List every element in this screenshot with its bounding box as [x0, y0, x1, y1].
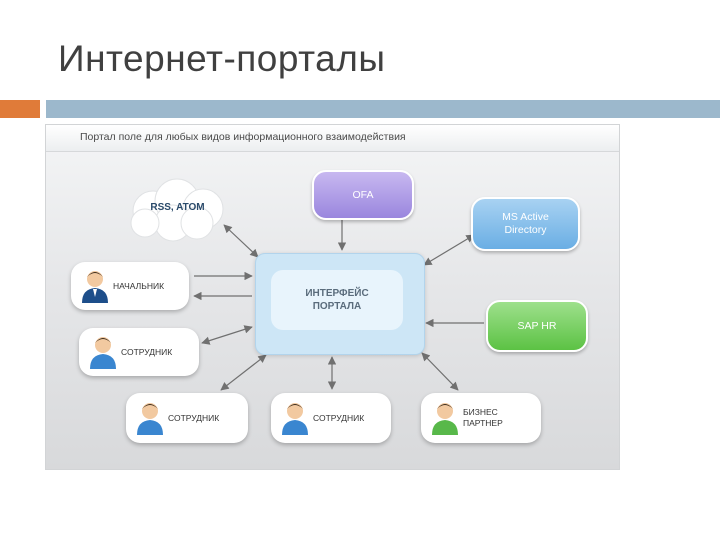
accent-bar-orange — [0, 100, 40, 118]
sap-hr-node: SAP HR — [486, 300, 588, 352]
person-node-employee-3: СОТРУДНИК — [271, 393, 391, 443]
accent-bar-blue — [46, 100, 720, 118]
person-label-business-partner: БИЗНЕС ПАРТНЕР — [463, 407, 503, 428]
arrow-employee1 — [201, 325, 253, 345]
arrows-layer — [193, 218, 484, 391]
cloud-shape — [130, 178, 224, 242]
diagram-header: Портал поле для любых видов информационн… — [46, 125, 619, 152]
diagram-header-text: Портал поле для любых видов информационн… — [80, 131, 406, 143]
employee-avatar-icon — [90, 337, 116, 369]
ms-active-directory-node: MS Active Directory — [471, 197, 580, 251]
person-node-employee-2: СОТРУДНИК — [126, 393, 248, 443]
arrow-partner — [421, 352, 459, 391]
slide-title: Интернет-порталы — [58, 38, 386, 79]
portal-interface-label: ИНТЕРФЕЙС ПОРТАЛА — [271, 270, 403, 330]
person-label-employee-2: СОТРУДНИК — [168, 412, 220, 423]
person-label-boss: НАЧАЛЬНИК — [113, 280, 165, 291]
portal-diagram: Портал поле для любых видов информационн… — [45, 124, 620, 470]
boss-avatar-icon — [82, 271, 108, 303]
person-node-employee-1: СОТРУДНИК — [79, 328, 199, 376]
ofa-node: OFA — [312, 170, 414, 220]
person-node-business-partner: БИЗНЕС ПАРТНЕР — [421, 393, 541, 443]
person-label-employee-1: СОТРУДНИК — [121, 346, 173, 357]
employee-avatar-icon — [137, 403, 163, 435]
arrow-rss — [223, 224, 259, 258]
partner-avatar-icon — [432, 403, 458, 435]
arrow-employee2 — [220, 354, 267, 391]
person-node-boss: НАЧАЛЬНИК — [71, 262, 189, 310]
rss-atom-label: RSS, ATOM — [150, 202, 205, 213]
employee-avatar-icon — [282, 403, 308, 435]
arrow-msad — [423, 234, 475, 266]
person-label-employee-3: СОТРУДНИК — [313, 412, 365, 423]
